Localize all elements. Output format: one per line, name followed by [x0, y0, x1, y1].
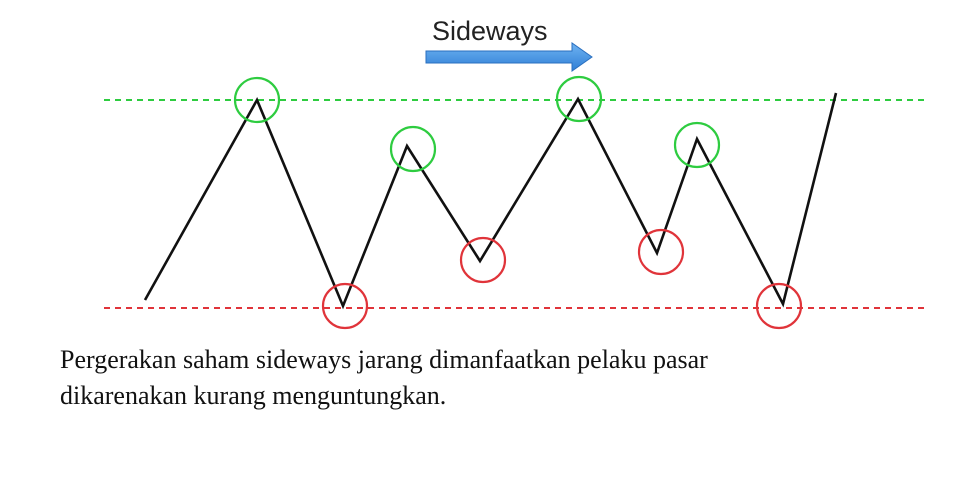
- peak-marker: [673, 121, 721, 169]
- trough-marker: [459, 236, 507, 284]
- price-line: [143, 92, 838, 310]
- peak-marker: [389, 125, 437, 173]
- peak-marker: [233, 76, 281, 124]
- sideways-diagram: Sideways: [104, 16, 924, 330]
- caption: Pergerakan saham sideways jarang dimanfa…: [60, 342, 940, 414]
- caption-line-1: Pergerakan saham sideways jarang dimanfa…: [60, 345, 708, 374]
- trough-marker: [637, 228, 685, 276]
- trough-marker: [755, 282, 803, 330]
- peak-marker: [555, 75, 603, 123]
- caption-line-2: dikarenakan kurang menguntungkan.: [60, 381, 447, 410]
- trough-marker: [321, 282, 369, 330]
- diagram-title: Sideways: [432, 16, 548, 46]
- trend-arrow: [425, 42, 593, 72]
